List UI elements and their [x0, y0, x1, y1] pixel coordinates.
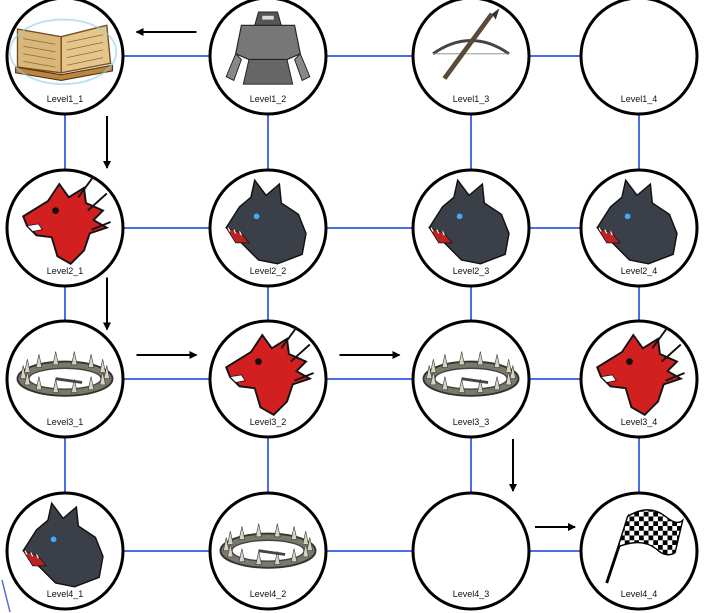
checkered-flag-icon [605, 509, 684, 584]
level-node-level4_2[interactable]: Level4_2 [208, 491, 328, 611]
grid-connections [64, 55, 640, 552]
open-book-icon [8, 18, 118, 86]
wolf-icon [22, 501, 104, 588]
node-label: Level3_4 [621, 417, 658, 427]
level-nodes: Level1_1 Level1_2 Level1_3 Level1_4Level2_1… [5, 0, 699, 611]
wolf-icon [596, 178, 678, 265]
level-node-level1_3[interactable]: Level1_3 [411, 0, 531, 116]
bear-trap-icon [219, 523, 317, 569]
path-arrows [103, 28, 576, 531]
level-node-level4_4[interactable]: Level4_4 [579, 491, 699, 611]
crossbow-icon [432, 8, 510, 80]
node-label: Level1_4 [621, 94, 658, 104]
red-dragon-icon [22, 175, 111, 265]
red-dragon-icon [596, 326, 685, 416]
node-label: Level2_4 [621, 266, 658, 276]
node-circle [411, 491, 531, 611]
level-node-level3_1[interactable]: Level3_1 [5, 319, 125, 439]
node-label: Level4_2 [250, 589, 287, 599]
armored-knight-icon [225, 11, 311, 85]
corner-line-fragment [1, 579, 11, 613]
level-node-level2_1[interactable]: Level2_1 [5, 168, 125, 288]
node-circle [411, 0, 531, 116]
level-node-level2_2[interactable]: Level2_2 [208, 168, 328, 288]
level-node-level2_4[interactable]: Level2_4 [579, 168, 699, 288]
node-label: Level3_3 [453, 417, 490, 427]
wolf-icon [225, 178, 307, 265]
node-label: Level1_3 [453, 94, 490, 104]
level-node-level3_3[interactable]: Level3_3 [411, 319, 531, 439]
level-node-level3_2[interactable]: Level3_2 [208, 319, 328, 439]
node-label: Level3_1 [47, 417, 84, 427]
red-dragon-icon [225, 326, 314, 416]
node-label: Level3_2 [250, 417, 287, 427]
node-label: Level2_2 [250, 266, 287, 276]
wolf-icon [428, 178, 510, 265]
node-label: Level1_2 [250, 94, 287, 104]
node-label: Level4_1 [47, 589, 84, 599]
bear-trap-icon [16, 351, 114, 397]
level-node-level2_3[interactable]: Level2_3 [411, 168, 531, 288]
node-label: Level1_1 [47, 94, 84, 104]
level-node-level4_1[interactable]: Level4_1 [5, 491, 125, 611]
node-label: Level4_4 [621, 589, 658, 599]
level-node-level1_2[interactable]: Level1_2 [208, 0, 328, 116]
node-circle [579, 0, 699, 116]
level-node-level4_3[interactable]: Level4_3 [411, 491, 531, 611]
level-node-level3_4[interactable]: Level3_4 [579, 319, 699, 439]
node-label: Level4_3 [453, 589, 490, 599]
node-label: Level2_1 [47, 266, 84, 276]
node-label: Level2_3 [453, 266, 490, 276]
level-node-level1_4[interactable]: Level1_4 [579, 0, 699, 116]
level-node-level1_1[interactable]: Level1_1 [5, 0, 125, 116]
bear-trap-icon [422, 351, 520, 397]
